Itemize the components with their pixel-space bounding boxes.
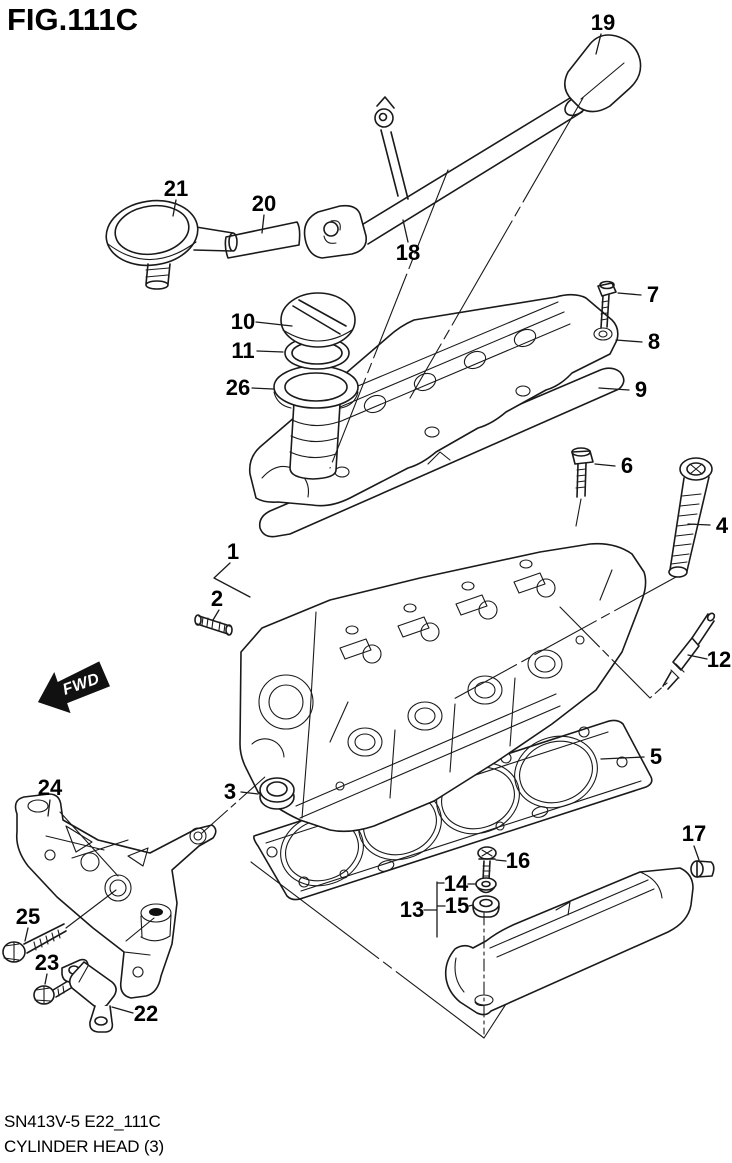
part-10-oil-filler-cap-drawing: [280, 292, 356, 348]
part-22-sensor-drawing: [61, 917, 155, 1033]
callout-21: 21: [163, 176, 189, 201]
part-15-seal-drawing: [472, 895, 500, 918]
part-1-cylinder-head-drawing: [239, 542, 647, 833]
part-17-plug-drawing: [690, 860, 715, 878]
callout-13: 13: [399, 897, 425, 922]
callout-24: 24: [37, 775, 63, 800]
figure-title: FIG.111C: [7, 2, 138, 37]
callout-16: 16: [505, 848, 531, 873]
part-12-glow-plug-drawing: [662, 612, 716, 690]
part-13-cover-drawing: [444, 867, 694, 1016]
part-4-bolt-drawing: [668, 457, 713, 578]
part-20-hose-drawing: [224, 221, 301, 259]
callout-14: 14: [443, 871, 469, 896]
part-19-cap-drawing: [564, 34, 642, 113]
footer-caption: CYLINDER HEAD (3): [4, 1137, 165, 1156]
part-6-bolt-drawing: [571, 447, 594, 527]
callout-9: 9: [634, 377, 648, 402]
footer-code: SN413V-5 E22_111C: [4, 1112, 161, 1131]
callout-19: 19: [590, 10, 616, 35]
part-24-bracket-drawing: [14, 793, 217, 999]
callout-7: 7: [646, 282, 660, 307]
callout-10: 10: [230, 309, 256, 334]
callout-8: 8: [647, 329, 661, 354]
callout-18: 18: [395, 240, 421, 265]
callout-5: 5: [649, 744, 663, 769]
callout-17: 17: [681, 821, 707, 846]
callout-25: 25: [15, 904, 41, 929]
callout-3: 3: [223, 779, 237, 804]
callout-1: 1: [226, 539, 240, 564]
callout-6: 6: [620, 453, 634, 478]
callout-23: 23: [34, 950, 60, 975]
callout-15: 15: [444, 893, 470, 918]
part-26-seal-drawing: [273, 365, 359, 480]
part-14-grommet-drawing: [475, 877, 497, 894]
callout-12: 12: [706, 647, 732, 672]
callout-2: 2: [210, 586, 224, 611]
callout-22: 22: [133, 1001, 159, 1026]
leader-lines: [24, 33, 711, 1014]
bracket-alignment-line: [201, 775, 267, 834]
callout-26: 26: [225, 375, 251, 400]
part-25-bolt-drawing: [2, 889, 117, 963]
part-21-cap-drawing: [105, 199, 238, 290]
part-18-breather-pipe-drawing: [303, 80, 599, 259]
callout-4: 4: [715, 513, 729, 538]
part-2-stud-drawing: [194, 614, 233, 636]
part-3-seal-drawing: [259, 777, 295, 810]
part-8-valve-cover-drawing: [248, 293, 619, 507]
callout-20: 20: [251, 191, 277, 216]
part-16-bolt-drawing: [477, 846, 497, 881]
fwd-arrow: FWD: [37, 661, 110, 714]
part-23-bolt-drawing: [33, 980, 72, 1005]
callout-11: 11: [231, 338, 255, 363]
part-7-bolt-drawing: [597, 280, 617, 329]
